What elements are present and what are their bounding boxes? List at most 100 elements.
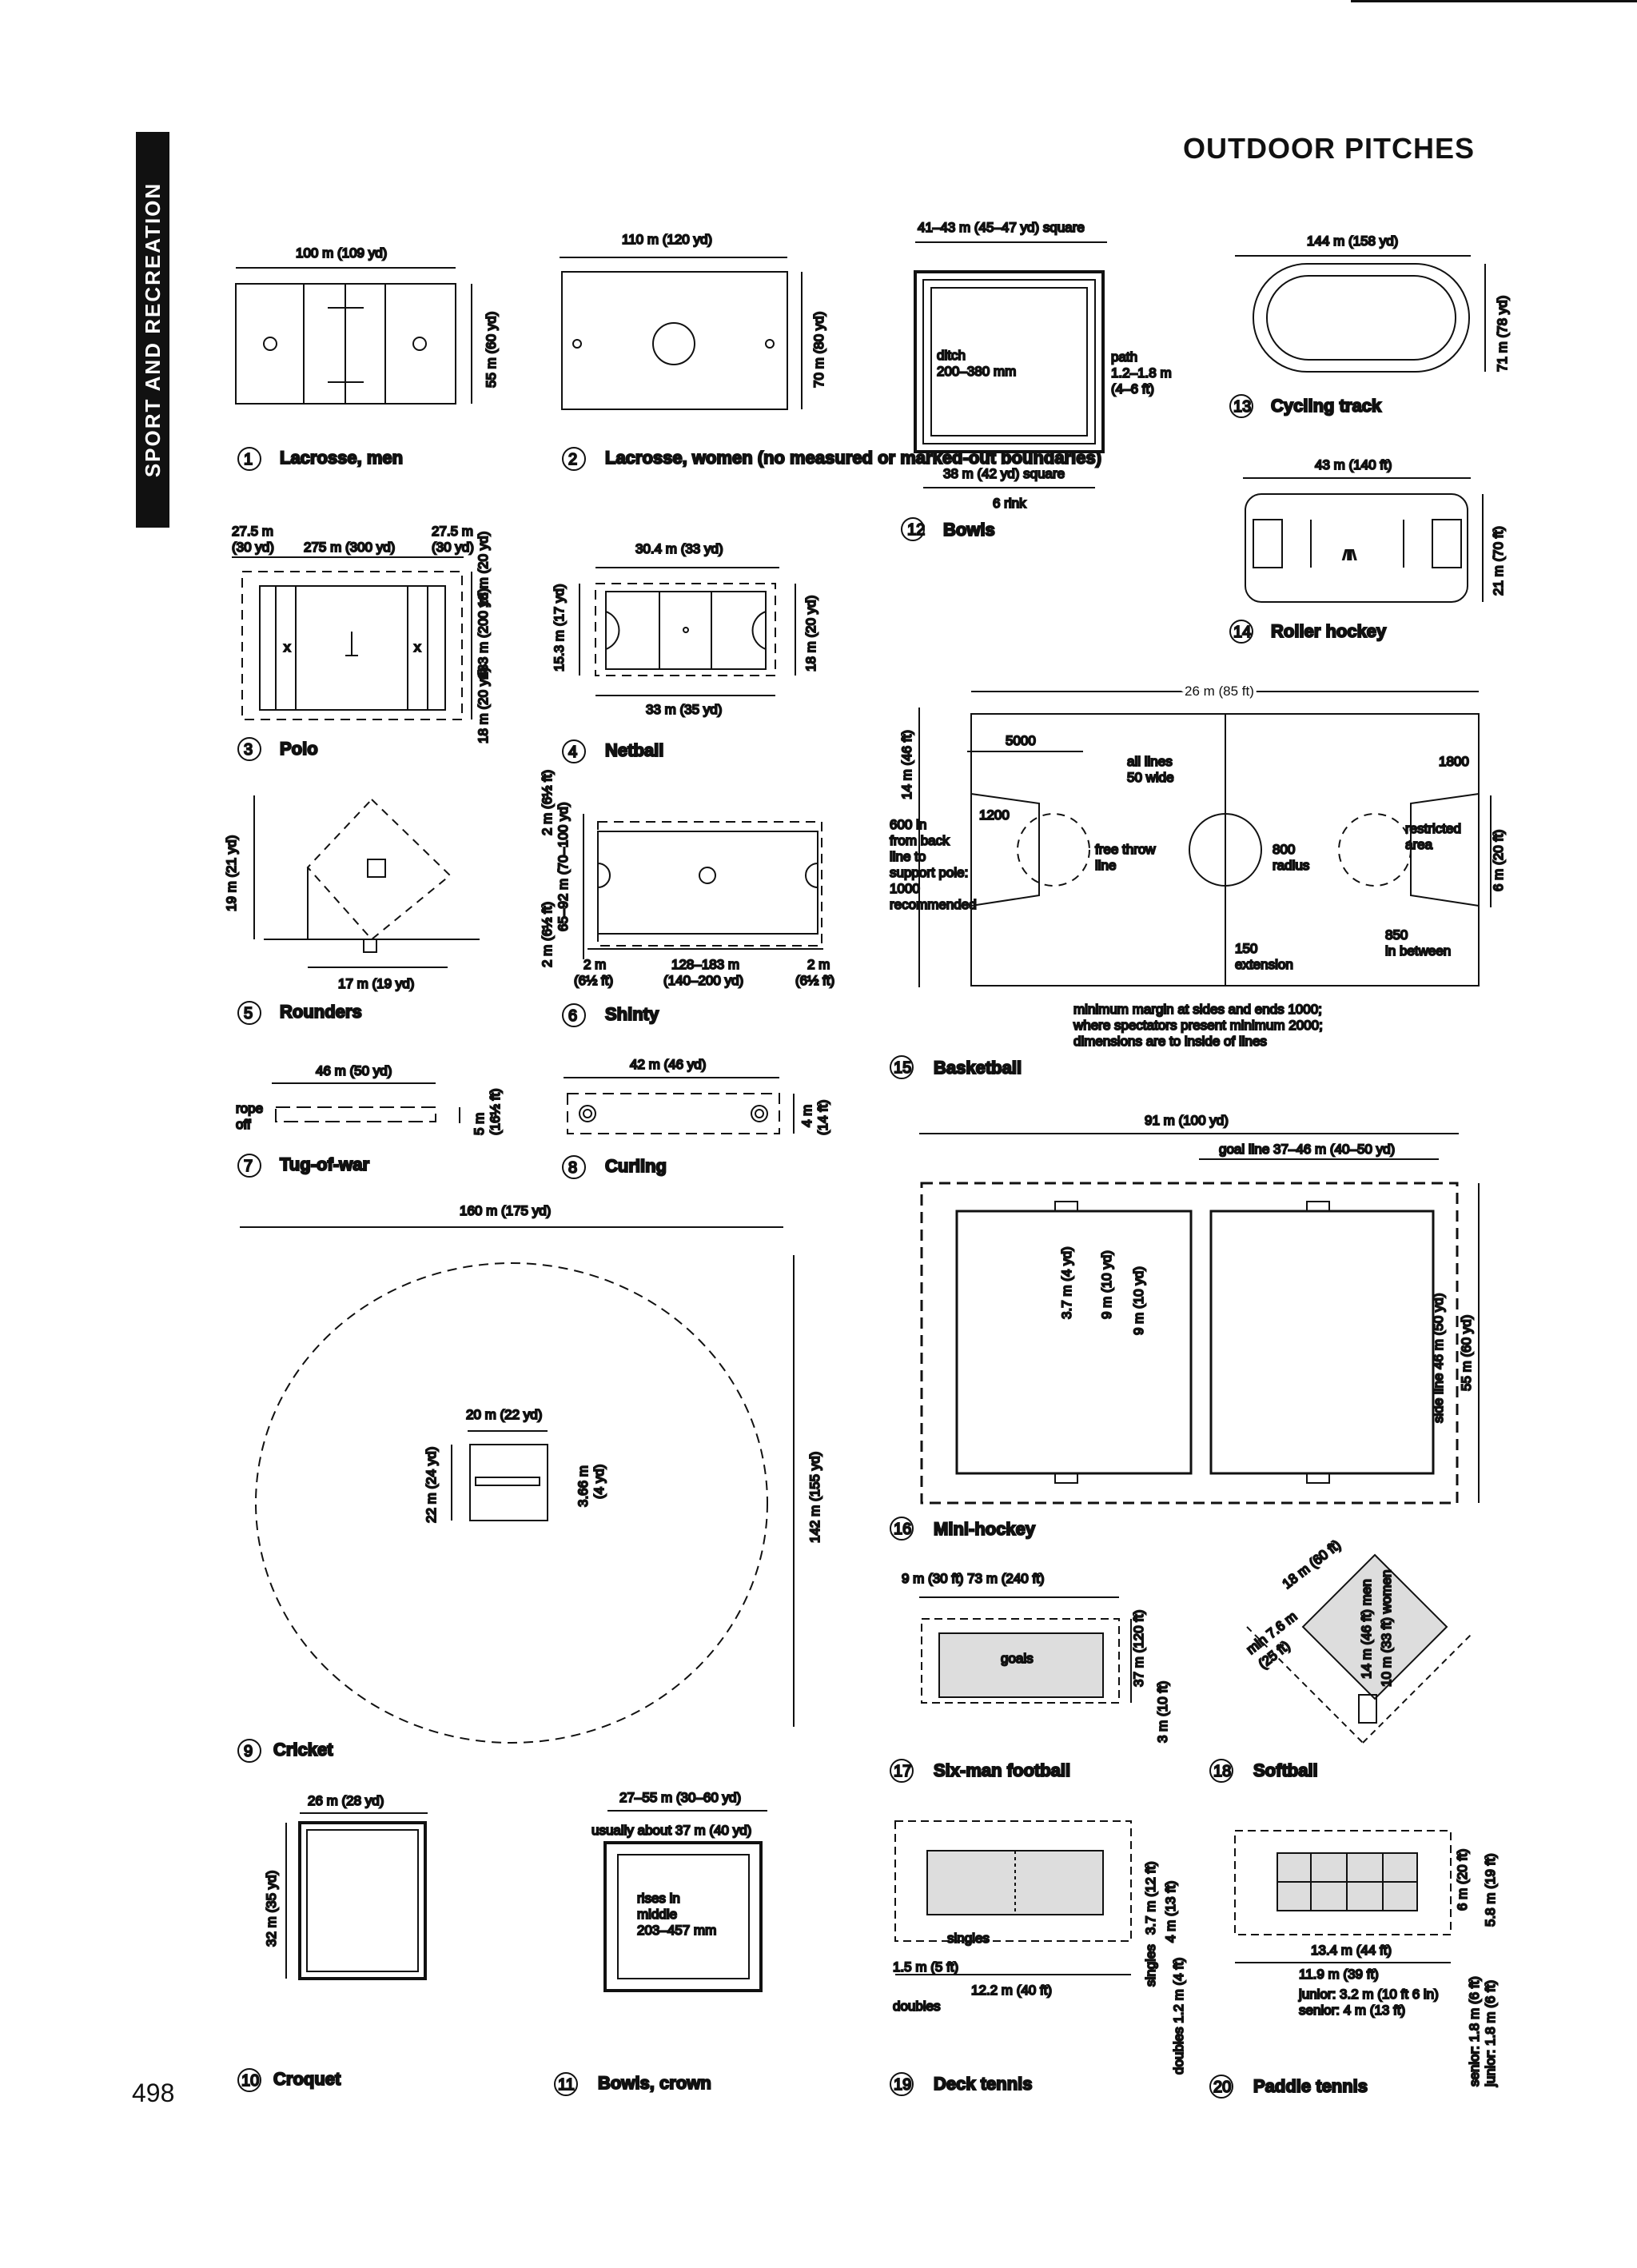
dim-label: 9 m (10 yd) [1099, 1250, 1114, 1319]
figure-number: 14 [1233, 624, 1251, 641]
dim-label: 160 m (175 yd) [460, 1203, 551, 1218]
dim-label: (6½ ft) [795, 973, 834, 988]
dim-label: line [1095, 858, 1116, 873]
dim-label: 65–92 m (70–100 yd) [556, 802, 571, 931]
dim-label: 5000 [1006, 733, 1036, 748]
dim-label: 1.5 m (5 ft) [893, 1959, 958, 1975]
dim-label: 1000 [890, 881, 920, 896]
diagram-cycling-track: 144 m (158 yd) 71 m (78 yd) 13 Cycling t… [1229, 233, 1511, 418]
diagram-softball: 18 m (60 ft) min 7.6 m (25 ft) 14 m (46 … [1209, 1537, 1472, 1783]
dim-label: 32 m (35 yd) [264, 1871, 279, 1947]
dim-label: 37 m (120 ft) [1131, 1610, 1146, 1687]
dim-label: area [1405, 837, 1433, 852]
dim-label: 4 m [799, 1105, 815, 1127]
dim-label: usually about 37 m (40 yd) [591, 1823, 751, 1838]
diagram-rounders: 19 m (21 yd) 17 m (19 yd) 5 Rounders [223, 795, 480, 1025]
caption-deck-tennis: Deck tennis [934, 2074, 1033, 2094]
dim-label: goals [1001, 1651, 1034, 1666]
dim-label: junior: 1.8 m (6 ft) [1483, 1980, 1498, 2087]
dim-label: 110 m (120 yd) [622, 232, 712, 247]
dim-label: all lines [1127, 754, 1173, 769]
dim-label: 18 m (20 yd) [476, 532, 491, 608]
dim-label: 30.4 m (33 yd) [635, 541, 723, 556]
caption-bowls-crown: Bowls, crown [598, 2073, 711, 2093]
dim-label: 3.66 m [576, 1465, 591, 1507]
caption-mini-hockey: Mini-hockey [934, 1519, 1036, 1539]
caption-tug-of-war: Tug-of-war [280, 1154, 369, 1174]
figure-number: 18 [1213, 1763, 1231, 1780]
figure-number: 1 [244, 451, 253, 468]
dim-label: 55 m (60 yd) [1459, 1315, 1474, 1391]
dim-label: support pole: [890, 865, 968, 880]
diagram-deck-tennis: singles 1.5 m (5 ft) 12.2 m (40 ft) doub… [890, 1820, 1187, 2096]
dim-label: path [1111, 349, 1137, 365]
dim-label: 27.5 m [232, 524, 273, 539]
dim-label: 27–55 m (30–60 yd) [619, 1790, 741, 1805]
caption-curling: Curling [605, 1156, 667, 1176]
dim-label: ditch [937, 348, 966, 363]
diagram-curling: 42 m (46 yd) 4 m (14 ft) 8 Curling [562, 1056, 831, 1179]
dim-label: 9 m (30 ft) 73 m (240 ft) [902, 1571, 1045, 1586]
caption-lacrosse-men: Lacrosse, men [280, 448, 403, 468]
dim-label: 2 m (6½ ft) [540, 902, 555, 967]
dim-label: 2 m [584, 957, 606, 972]
caption-croquet: Croquet [273, 2069, 341, 2089]
diagram-bowls-crown: 27–55 m (30–60 yd) usually about 37 m (4… [554, 1789, 767, 2096]
dim-label: 1200 [979, 807, 1010, 823]
dim-label: 13.4 m (44 ft) [1311, 1943, 1392, 1958]
dim-label: 4 m (13 ft) [1163, 1881, 1178, 1943]
dim-label: /‖\ [1343, 548, 1356, 563]
dim-label: extension [1235, 957, 1293, 972]
dim-label: line to [890, 849, 926, 864]
dim-label: 17 m (19 yd) [338, 976, 414, 991]
caption-netball: Netball [605, 740, 663, 760]
dim-label: rope [236, 1101, 263, 1116]
caption-softball: Softball [1253, 1760, 1318, 1780]
figure-number: 12 [907, 521, 925, 539]
diagram-cricket: 160 m (175 yd) 20 m (22 yd) 22 m (24 yd)… [237, 1202, 823, 1763]
dim-label: x [414, 640, 421, 655]
dim-label: 19 m (21 yd) [224, 835, 239, 911]
dim-label: restricted [1405, 821, 1461, 836]
dim-label: 6 m (20 ft) [1491, 830, 1506, 891]
dim-label: singles [947, 1931, 990, 1946]
diagram-polo: 27.5 m (30 yd) 275 m (300 yd) 27.5 m (30… [231, 523, 492, 761]
dim-label: 850 [1385, 927, 1408, 943]
dim-label: junior: 3.2 m (10 ft 6 in) [1298, 1987, 1439, 2002]
dim-label: 150 [1235, 941, 1257, 956]
dim-label: 14 m (46 ft) men [1359, 1579, 1374, 1679]
diagram-netball: 30.4 m (33 yd) 15.3 m (17 yd) 18 m (20 y… [551, 540, 819, 763]
dim-label: 144 m (158 yd) [1307, 233, 1398, 249]
dim-label: 203–457 mm [637, 1923, 716, 1938]
diagram-six-man-football: 9 m (30 ft) 73 m (240 ft) goals 37 m (12… [890, 1570, 1171, 1783]
dim-label: 91 m (100 yd) [1145, 1113, 1229, 1128]
dim-label: where spectators present minimum 2000; [1073, 1018, 1323, 1033]
dim-label: doubles 1.2 m (4 ft) [1171, 1958, 1186, 2075]
dim-label: 38 m (42 yd) square [943, 466, 1065, 481]
dim-label: 43 m (140 ft) [1315, 457, 1392, 472]
caption-polo: Polo [280, 739, 318, 759]
figure-number: 4 [568, 743, 577, 761]
dim-label: (4 yd) [591, 1465, 607, 1499]
dim-label: 6 m (20 ft) [1455, 1849, 1470, 1911]
caption-shinty: Shinty [605, 1004, 659, 1024]
dim-label: singles [1143, 1944, 1158, 1987]
dim-label: 3 m (10 ft) [1155, 1681, 1170, 1743]
dim-label: 9 m (10 yd) [1131, 1266, 1146, 1335]
dim-label: senior: 4 m (13 ft) [1299, 2003, 1405, 2018]
figure-number: 13 [1233, 398, 1251, 416]
dim-label: minimum margin at sides and ends 1000; [1073, 1002, 1322, 1017]
dim-label: (16½ ft) [488, 1088, 503, 1135]
dim-label: (4–6 ft) [1111, 381, 1154, 397]
figure-number: 17 [894, 1763, 911, 1780]
dim-label: (6½ ft) [574, 973, 613, 988]
dim-label: 200–380 mm [937, 364, 1016, 379]
figure-number: 20 [1213, 2079, 1231, 2096]
caption-rounders: Rounders [280, 1002, 362, 1022]
diagram-mini-hockey: 91 m (100 yd) goal line 37–46 m (40–50 y… [890, 1112, 1480, 1541]
figure-number: 7 [244, 1158, 253, 1175]
dim-label: 6 rink [993, 496, 1026, 511]
dim-label: middle [637, 1907, 677, 1922]
dim-label: 1.2–1.8 m [1111, 365, 1172, 381]
